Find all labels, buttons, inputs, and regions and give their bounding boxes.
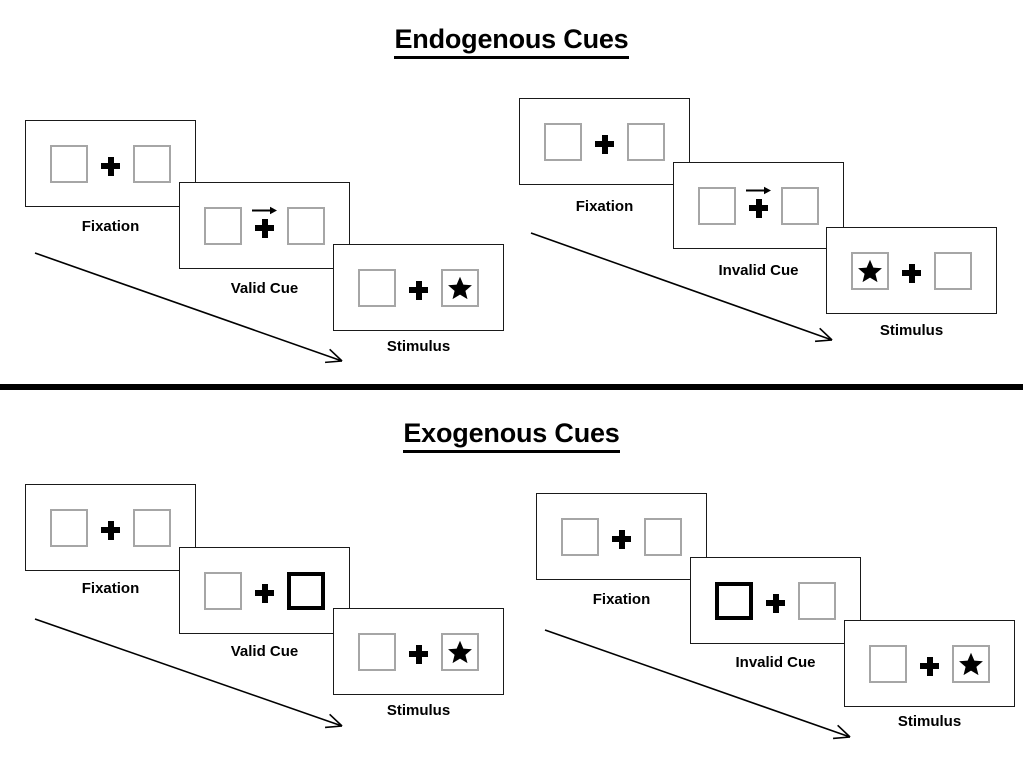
plus-icon: [101, 156, 120, 176]
fixation-center: [252, 206, 277, 245]
placeholder-box-right: [934, 251, 972, 290]
fixation-center: [920, 645, 939, 683]
trial-panel-stimulus: [844, 620, 1015, 707]
panel-display-area: [358, 268, 479, 307]
panel-caption-valid-cue: Valid Cue: [230, 643, 299, 660]
fixation-center: [409, 269, 428, 307]
panel-caption-fixation: Fixation: [575, 198, 634, 215]
trial-panel-valid-cue: [179, 182, 350, 269]
placeholder-box-left: [869, 644, 907, 683]
fixation-center: [409, 633, 428, 671]
placeholder-box-left: [561, 517, 599, 556]
star-icon: [958, 651, 984, 677]
panel-caption-fixation: Fixation: [592, 591, 651, 608]
star-icon: [857, 258, 883, 284]
placeholder-box-right: [441, 268, 479, 307]
panel-caption-fixation: Fixation: [81, 218, 140, 235]
plus-icon: [902, 263, 921, 283]
panel-caption-stimulus: Stimulus: [879, 322, 944, 339]
panel-display-area: [204, 206, 325, 245]
fixation-center: [255, 572, 274, 610]
panel-caption-stimulus: Stimulus: [386, 702, 451, 719]
placeholder-box-right: [781, 186, 819, 225]
trial-panel-fixation: [519, 98, 690, 185]
placeholder-box-right: [133, 508, 171, 547]
trial-panel-valid-cue: [179, 547, 350, 634]
placeholder-box-right: [798, 581, 836, 620]
placeholder-box-right: [644, 517, 682, 556]
placeholder-box-left: [50, 508, 88, 547]
star-icon: [447, 275, 473, 301]
placeholder-box-right: [133, 144, 171, 183]
panel-display-area: [698, 186, 819, 225]
placeholder-box-left: [50, 144, 88, 183]
fixation-center: [595, 123, 614, 161]
section-divider: [0, 384, 1023, 390]
placeholder-box-left: [204, 206, 242, 245]
trial-panel-fixation: [25, 120, 196, 207]
trial-panel-stimulus: [826, 227, 997, 314]
placeholder-box-left: [698, 186, 736, 225]
plus-icon: [255, 218, 274, 238]
fixation-center: [101, 145, 120, 183]
fixation-center: [902, 252, 921, 290]
fixation-center: [746, 186, 771, 225]
star-icon: [447, 639, 473, 665]
plus-icon: [920, 656, 939, 676]
panel-display-area: [869, 644, 990, 683]
panel-caption-valid-cue: Valid Cue: [230, 280, 299, 297]
plus-icon: [101, 520, 120, 540]
plus-icon: [255, 583, 274, 603]
panel-display-area: [544, 122, 665, 161]
trial-panel-stimulus: [333, 244, 504, 331]
trial-panel-fixation: [25, 484, 196, 571]
panel-display-area: [715, 581, 836, 620]
panel-caption-stimulus: Stimulus: [897, 713, 962, 730]
panel-caption-invalid-cue: Invalid Cue: [718, 262, 799, 279]
plus-icon: [409, 280, 428, 300]
fixation-center: [101, 509, 120, 547]
arrow-right-icon: [251, 206, 278, 215]
fixation-center: [612, 518, 631, 556]
placeholder-box-right: [287, 206, 325, 245]
panel-caption-fixation: Fixation: [81, 580, 140, 597]
placeholder-box-left: [544, 122, 582, 161]
trial-panel-fixation: [536, 493, 707, 580]
placeholder-box-right: [952, 644, 990, 683]
plus-icon: [612, 529, 631, 549]
placeholder-box-left: [358, 632, 396, 671]
panel-display-area: [50, 508, 171, 547]
panel-display-area: [561, 517, 682, 556]
trial-panel-invalid-cue: [690, 557, 861, 644]
placeholder-box-left: [851, 251, 889, 290]
placeholder-box-left: [204, 571, 242, 610]
panel-caption-stimulus: Stimulus: [386, 338, 451, 355]
trial-panel-stimulus: [333, 608, 504, 695]
panel-display-area: [851, 251, 972, 290]
placeholder-box-right: [441, 632, 479, 671]
trial-panel-invalid-cue: [673, 162, 844, 249]
panel-display-area: [358, 632, 479, 671]
placeholder-box-left: [358, 268, 396, 307]
plus-icon: [766, 593, 785, 613]
plus-icon: [409, 644, 428, 664]
panel-display-area: [50, 144, 171, 183]
cued-placeholder-box-right: [287, 571, 325, 610]
plus-icon: [749, 198, 768, 218]
panel-caption-invalid-cue: Invalid Cue: [735, 654, 816, 671]
section-title-text: Endogenous Cues: [394, 24, 629, 59]
panel-display-area: [204, 571, 325, 610]
section-title-text: Exogenous Cues: [403, 418, 620, 453]
cued-placeholder-box-left: [715, 581, 753, 620]
plus-icon: [595, 134, 614, 154]
section-title-exogenous: Exogenous Cues: [0, 418, 1023, 453]
section-title-endogenous: Endogenous Cues: [0, 24, 1023, 59]
fixation-center: [766, 582, 785, 620]
placeholder-box-right: [627, 122, 665, 161]
arrow-right-icon: [745, 186, 772, 195]
